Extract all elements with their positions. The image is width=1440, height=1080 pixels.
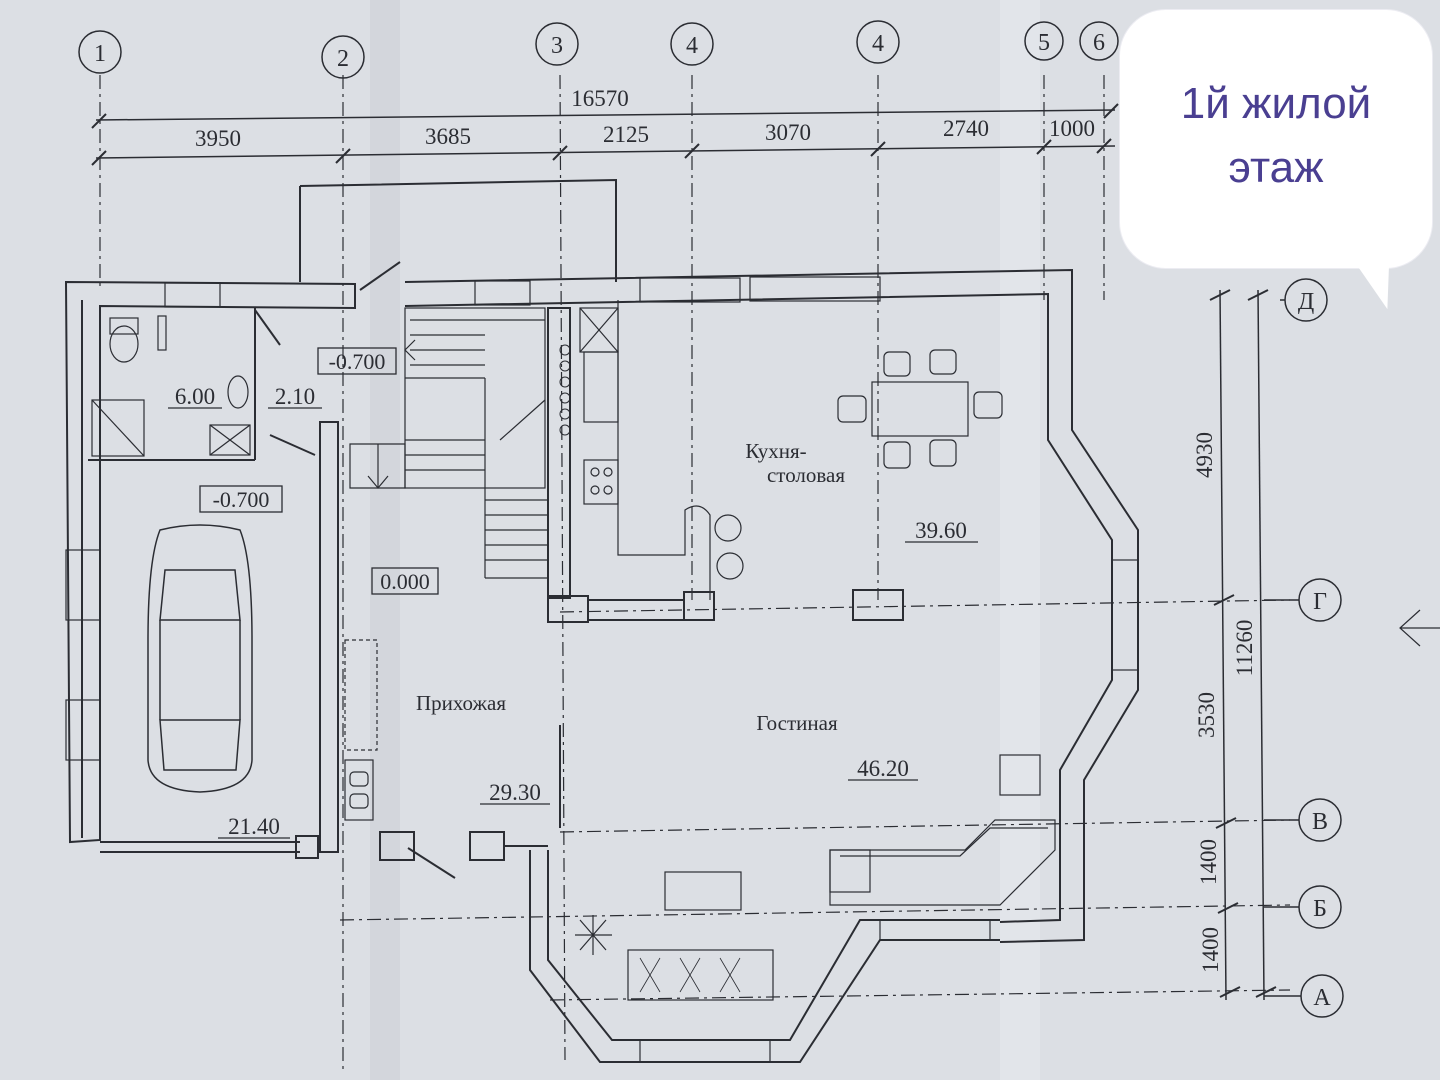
hall-name: Прихожая	[416, 691, 506, 715]
bath-area: 6.00	[175, 384, 215, 409]
axis-label-1: 1	[94, 41, 106, 67]
bathroom-fixtures	[91, 315, 251, 457]
level-hall: 0.000	[380, 569, 430, 594]
kitchen-name-line2: столовая	[767, 463, 845, 487]
living-furniture	[344, 639, 1056, 1001]
hall-small-area: 2.10	[275, 384, 315, 409]
dim-right-3: 1400	[1196, 839, 1221, 885]
axis-lines	[99, 74, 1291, 1070]
dim-top-6: 1000	[1049, 116, 1095, 141]
level-garage: -0.700	[213, 487, 270, 512]
axis-bubbles	[78, 20, 1344, 1018]
kitchen-name-line1: Кухня-	[745, 439, 806, 463]
dim-right-2: 3530	[1194, 692, 1219, 738]
floor-title-line1: 1й жилой	[1180, 79, 1372, 128]
dim-right-1: 4930	[1192, 432, 1217, 478]
garage-area: 21.40	[228, 814, 280, 839]
axis-label-v: В	[1312, 809, 1328, 835]
axis-label-3: 3	[551, 33, 563, 59]
axis-label-6: 6	[1093, 30, 1105, 56]
car-icon	[147, 524, 253, 793]
dim-right-overall: 11260	[1232, 620, 1257, 677]
level-bath: -0.700	[329, 349, 386, 374]
dining-table	[837, 349, 1003, 469]
dim-top-3: 2125	[603, 122, 649, 147]
living-name: Гостиная	[756, 711, 838, 735]
staircase	[349, 307, 548, 579]
kitchen-area: 39.60	[915, 518, 967, 543]
dim-top-4: 3070	[765, 120, 811, 145]
axis-label-4b: 4	[872, 31, 884, 57]
floor-title: 1й жилой этаж	[1120, 72, 1432, 200]
dim-top-5: 2740	[943, 116, 989, 141]
interior-walls	[88, 178, 904, 853]
callout-bubble	[1120, 10, 1432, 268]
living-area: 46.20	[857, 756, 909, 781]
dim-overall-top: 16570	[571, 86, 629, 111]
axis-label-b: Б	[1313, 896, 1327, 922]
dim-right-4: 1400	[1198, 927, 1223, 973]
dim-top-2: 3685	[425, 124, 471, 149]
hall-area: 29.30	[489, 780, 541, 805]
axis-label-2: 2	[337, 46, 349, 72]
axis-label-a: А	[1313, 985, 1331, 1011]
axis-label-d: Д	[1298, 289, 1314, 315]
axis-label-4a: 4	[686, 33, 698, 59]
axis-label-g: Г	[1313, 589, 1327, 615]
axis-label-5: 5	[1038, 30, 1050, 56]
dim-top-1: 3950	[195, 126, 241, 151]
floor-title-line2: этаж	[1228, 143, 1324, 192]
kitchen-counter	[559, 300, 744, 600]
windows	[65, 276, 1139, 1063]
